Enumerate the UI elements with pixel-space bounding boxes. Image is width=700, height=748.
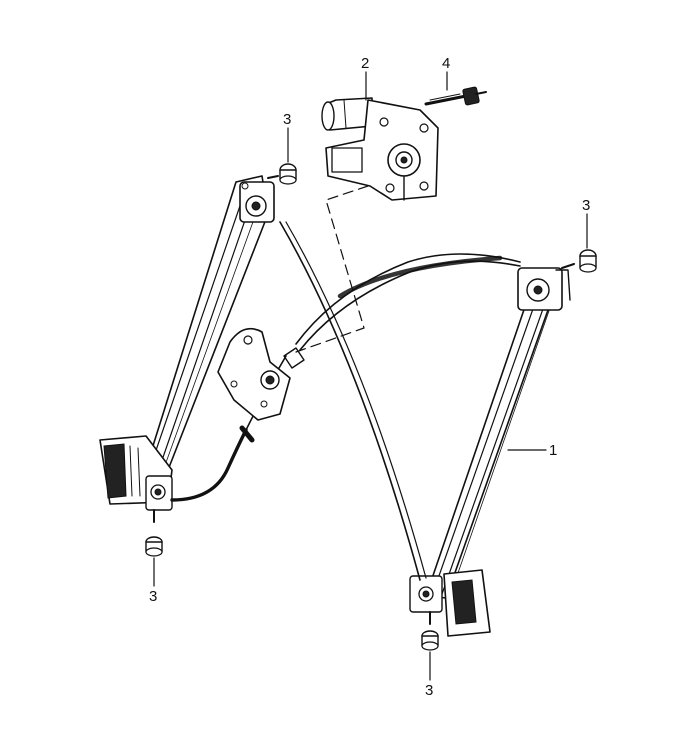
left-guide-rail bbox=[145, 175, 279, 471]
bolt bbox=[424, 86, 487, 106]
nut-bottom-left bbox=[145, 536, 163, 557]
assembly-dashed-line bbox=[295, 185, 369, 353]
callout-nut-bottom-left: 3 bbox=[149, 588, 157, 605]
callout-nut-bottom-right: 3 bbox=[425, 682, 433, 699]
callout-nut-top-left: 3 bbox=[283, 111, 291, 128]
right-glass-carrier bbox=[409, 569, 491, 637]
nut-bottom-right bbox=[421, 630, 439, 651]
nut-top-left bbox=[279, 163, 297, 185]
left-glass-carrier bbox=[99, 435, 173, 523]
motor-mount-bracket bbox=[217, 327, 305, 443]
callout-motor: 2 bbox=[361, 55, 369, 72]
callout-nut-top-right: 3 bbox=[582, 197, 590, 214]
window-motor bbox=[321, 97, 439, 201]
callout-bolt: 4 bbox=[442, 55, 450, 72]
callout-regulator: 1 bbox=[549, 442, 557, 459]
right-guide-rail bbox=[425, 263, 575, 599]
leader-lines bbox=[153, 71, 588, 681]
nut-top-right bbox=[579, 249, 597, 273]
